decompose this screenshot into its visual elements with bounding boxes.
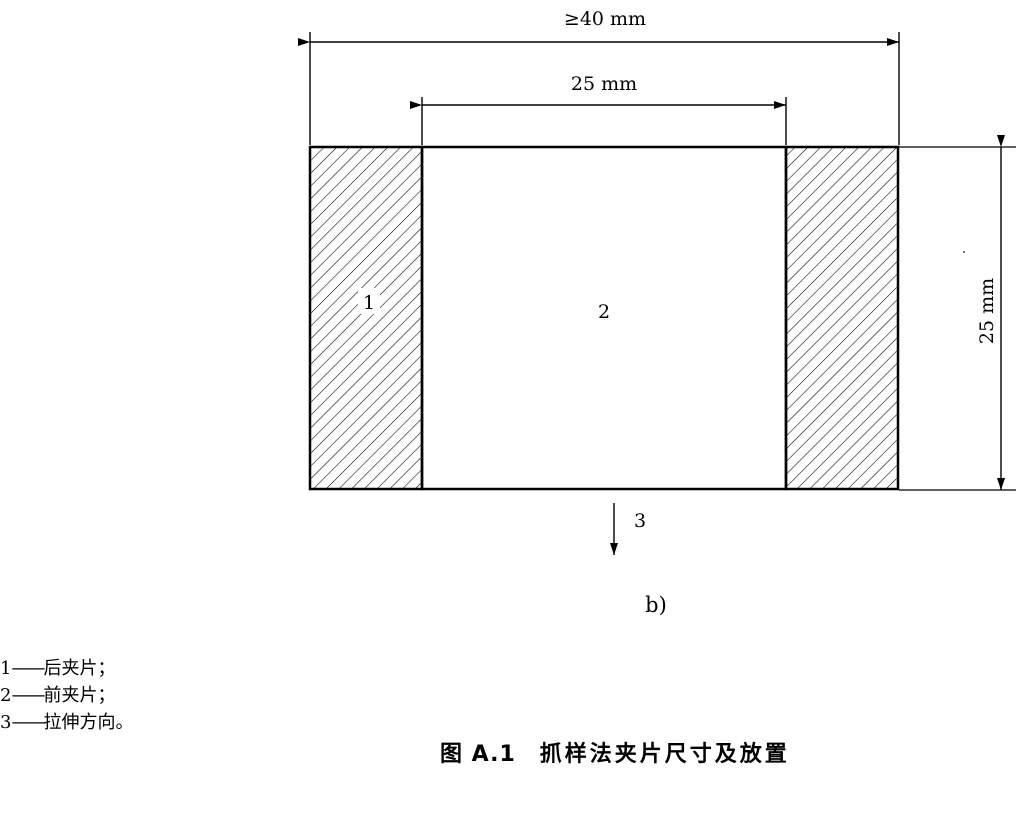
front-jaw-label: 2 xyxy=(598,301,610,323)
legend-item: 2——前夹片； xyxy=(0,682,133,709)
specimen-width-dimension: 25 mm xyxy=(410,73,787,145)
caption-title: 抓样法夹片尺寸及放置 xyxy=(539,742,790,767)
stray-speck xyxy=(963,251,965,253)
height-dimension: 25 mm xyxy=(899,135,1016,491)
legend-text: 后夹片； xyxy=(43,658,116,679)
subfigure-label: b) xyxy=(645,593,667,617)
legend-item: 3——拉伸方向。 xyxy=(0,709,133,736)
overall-width-dimension: ≥40 mm xyxy=(298,8,900,145)
front-jaw xyxy=(420,145,788,491)
legend-dash: —— xyxy=(11,685,45,706)
back-jaw-label: 1 xyxy=(363,292,375,314)
specimen-width-label: 25 mm xyxy=(571,73,637,95)
legend-text: 前夹片； xyxy=(43,685,116,706)
back-jaw-right xyxy=(784,145,900,491)
legend-number: 3 xyxy=(0,712,12,733)
direction-label: 3 xyxy=(634,510,646,532)
legend-dash: —— xyxy=(11,712,45,733)
caption-label: 图 A.1 xyxy=(440,742,516,767)
figure-caption: 图 A.1 抓样法夹片尺寸及放置 xyxy=(440,736,790,768)
back-jaw-left xyxy=(308,145,424,491)
legend-dash: —— xyxy=(11,658,45,679)
legend-text: 拉伸方向。 xyxy=(43,712,134,733)
height-label: 25 mm xyxy=(976,278,998,344)
legend-number: 2 xyxy=(0,685,12,706)
legend-number: 1 xyxy=(0,658,12,679)
legend: 1——后夹片； 2——前夹片； 3——拉伸方向。 xyxy=(0,655,133,736)
back-jaw-label-bg xyxy=(358,288,380,314)
overall-width-label: ≥40 mm xyxy=(564,8,646,30)
legend-item: 1——后夹片； xyxy=(0,655,133,682)
